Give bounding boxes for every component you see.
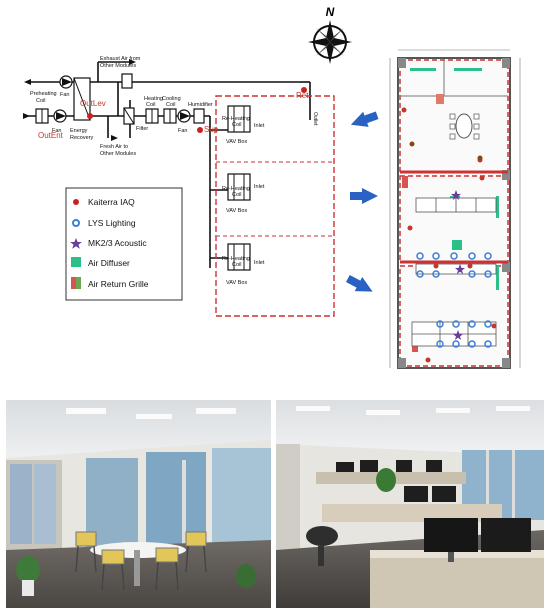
- vav-label-1: VAV Box: [226, 139, 247, 145]
- legend-diffuser-label: Air Diffuser: [88, 258, 130, 268]
- heating-coil-label-2: Coil: [146, 102, 155, 108]
- legend-lighting-icon: [72, 219, 80, 227]
- exhaust-fan-icon: [59, 75, 73, 89]
- fan-label-supply: Fan: [178, 128, 187, 134]
- outlet-label: Outlet: [312, 112, 318, 126]
- legend: Kaiterra IAQ LYS Lighting MK2/3 Acoustic…: [65, 187, 183, 301]
- exhaust-label-2: Other Modules: [100, 63, 136, 69]
- vav-box-3: [227, 243, 251, 271]
- vav-label-2: VAV Box: [226, 208, 247, 214]
- flow-arrows: [23, 59, 136, 141]
- reheat-label-1b: Coil: [232, 122, 241, 128]
- zone-outlines: [215, 95, 335, 317]
- vav-box-2: [227, 173, 251, 201]
- legend-lighting-label: LYS Lighting: [88, 218, 136, 228]
- compass-rose-icon: [308, 20, 352, 64]
- preheating-label-2: Coil: [36, 98, 45, 104]
- legend-diffuser-icon: [71, 257, 81, 267]
- fan-label-bottom: Fan: [52, 128, 61, 134]
- inlet-label-1: Inlet: [254, 123, 265, 129]
- legend-return-grille-icon-b: [76, 277, 81, 289]
- legend-iaq-icon: [73, 199, 79, 205]
- fresh-air-label-2: Other Modules: [100, 151, 136, 157]
- blue-arrow-1-icon: [350, 111, 379, 127]
- heating-coil-label: Heating: [144, 96, 163, 102]
- legend-acoustic-icon: [70, 238, 82, 249]
- pointer-arrows: [345, 111, 379, 292]
- photo-meeting-area: [6, 400, 271, 608]
- energy-recovery-label: Energy: [70, 128, 88, 134]
- outlev-label: OutLev: [80, 99, 106, 108]
- exhaust-arrow-icon: [24, 79, 31, 85]
- supply-fan-icon: [53, 109, 67, 123]
- sup-label: Sup: [204, 125, 219, 134]
- reheat-label-2: Re-Heating: [222, 186, 250, 192]
- legend-iaq-label: Kaiterra IAQ: [88, 197, 135, 207]
- photo-open-office: [276, 400, 544, 608]
- damper-box: [121, 73, 133, 89]
- ret-label: Ret: [296, 91, 309, 100]
- intake-arrow-icon: [23, 113, 30, 119]
- exhaust-label: Exhaust Air from: [100, 56, 141, 62]
- inlet-label-2: Inlet: [254, 184, 265, 190]
- cooling-coil-label: Cooling: [162, 96, 181, 102]
- reheat-label-2b: Coil: [232, 192, 241, 198]
- outent-label: OutEnt: [38, 131, 64, 140]
- floor-plan: [389, 49, 521, 369]
- vav-label-3: VAV Box: [226, 280, 247, 286]
- cooling-coil-label-2: Coil: [166, 102, 175, 108]
- preheating-label: Preheating: [30, 91, 57, 97]
- legend-return-grille-icon-a: [71, 277, 76, 289]
- heating-coil: [145, 108, 159, 124]
- energy-recovery-wheel: [73, 77, 91, 121]
- blue-arrow-3-icon: [345, 274, 373, 292]
- schematic-iaq-sensors: [87, 87, 307, 133]
- vav-box-1: [227, 105, 251, 133]
- energy-recovery-label-2: Recovery: [70, 135, 93, 141]
- exhaust-out-arrow-icon: [129, 59, 136, 65]
- supply-fan2-icon: [177, 109, 191, 123]
- reheat-label-1: Re-Heating: [222, 116, 250, 122]
- compass-north-label: N: [326, 5, 335, 19]
- fan-label-top: Fan: [60, 92, 69, 98]
- blue-arrow-2-icon: [350, 188, 378, 204]
- humidifier: [193, 108, 205, 124]
- reheat-label-3: Re-Heating: [222, 256, 250, 262]
- legend-return-grille-label: Air Return Grille: [88, 279, 149, 289]
- filter-box: [123, 107, 135, 125]
- humidifier-label: Humidifier: [188, 102, 213, 108]
- legend-acoustic-label: MK2/3 Acoustic: [88, 238, 147, 248]
- preheating-coil: [35, 108, 49, 124]
- filter-label: Filter: [136, 126, 148, 132]
- reheat-label-3b: Coil: [232, 262, 241, 268]
- cooling-coil: [163, 108, 177, 124]
- fresh-air-arrow-icon: [111, 135, 118, 141]
- fresh-air-label: Fresh Air to: [100, 144, 128, 150]
- inlet-label-3: Inlet: [254, 260, 265, 266]
